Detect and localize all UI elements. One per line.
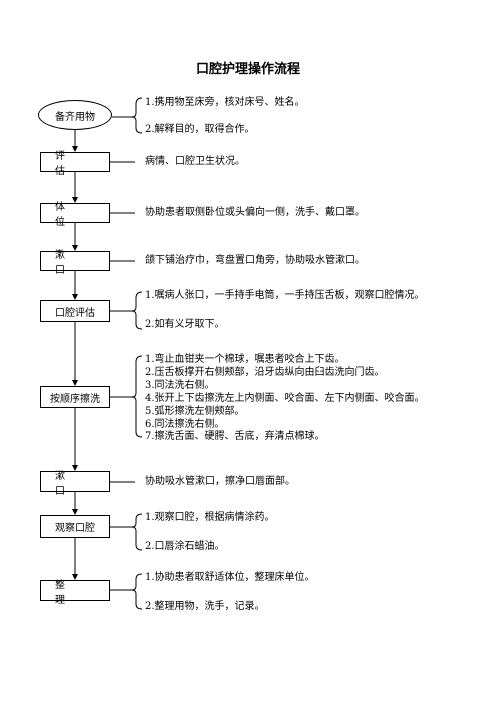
brace-6 xyxy=(131,355,143,438)
step-8-item-2: 2.口唇涂石蜡油。 xyxy=(145,541,225,552)
step-oral-assessment: 口腔评估 xyxy=(40,300,110,322)
brace-9 xyxy=(131,573,143,610)
step-6-item-7: 7.擦洗舌面、硬腭、舌底，弃清点棉球。 xyxy=(145,431,325,442)
step-2-item-1: 病情、口腔卫生状况。 xyxy=(145,156,245,167)
step-9-item-2: 2.整理用物，洗手，记录。 xyxy=(145,601,265,612)
step-scrub-in-order: 按顺序擦洗 xyxy=(40,386,110,408)
step-4-item-1: 颌下铺治疗巾，弯盘置口角旁，协助吸水管漱口。 xyxy=(145,255,365,266)
step-6-item-3: 3.同法洗右侧。 xyxy=(145,380,215,391)
step-8-item-1: 1.观察口腔，根据病情涂药。 xyxy=(145,512,275,523)
step-assess: 评 估 xyxy=(40,151,110,177)
step-observe-mouth: 观察口腔 xyxy=(40,515,110,538)
step-rinse-1: 漱 口 xyxy=(40,250,110,276)
step-prepare-supplies: 备齐用物 xyxy=(38,100,112,130)
step-1-item-2: 2.解释目的，取得合作。 xyxy=(145,124,255,135)
brace-5 xyxy=(131,291,143,330)
page-title: 口腔护理操作流程 xyxy=(195,62,300,77)
step-6-item-2: 2.压舌板撑开右侧颊部，沿牙齿纵向由臼齿洗向门齿。 xyxy=(145,367,385,378)
step-6-item-1: 1.弯止血钳夹一个棉球，嘱患者咬合上下齿。 xyxy=(145,354,345,365)
step-9-item-1: 1.协助患者取舒适体位，整理床单位。 xyxy=(145,572,315,583)
step-7-item-1: 协助吸水管漱口，擦净口唇面部。 xyxy=(145,476,295,487)
brace-8 xyxy=(131,513,143,551)
step-6-item-6: 6.同法擦洗右侧。 xyxy=(145,419,225,430)
step-5-item-1: 1.嘱病人张口，一手持手电筒，一手持压舌板，观察口腔情况。 xyxy=(145,290,425,301)
brace-1 xyxy=(131,97,143,134)
step-6-item-5: 5.弧形擦洗左侧颊部。 xyxy=(145,406,245,417)
step-position: 体 位 xyxy=(40,202,110,228)
step-3-item-1: 协助患者取侧卧位或头偏向一侧，洗手、戴口罩。 xyxy=(145,207,365,218)
step-rinse-2: 漱 口 xyxy=(40,471,110,497)
step-tidy-up: 整 理 xyxy=(40,580,110,606)
step-1-item-1: 1.携用物至床旁，核对床号、姓名。 xyxy=(145,97,305,108)
step-5-item-2: 2.如有义牙取下。 xyxy=(145,319,225,330)
step-6-item-4: 4.张开上下齿擦洗左上内侧面、咬合面、左下内侧面、咬合面。 xyxy=(145,393,425,404)
